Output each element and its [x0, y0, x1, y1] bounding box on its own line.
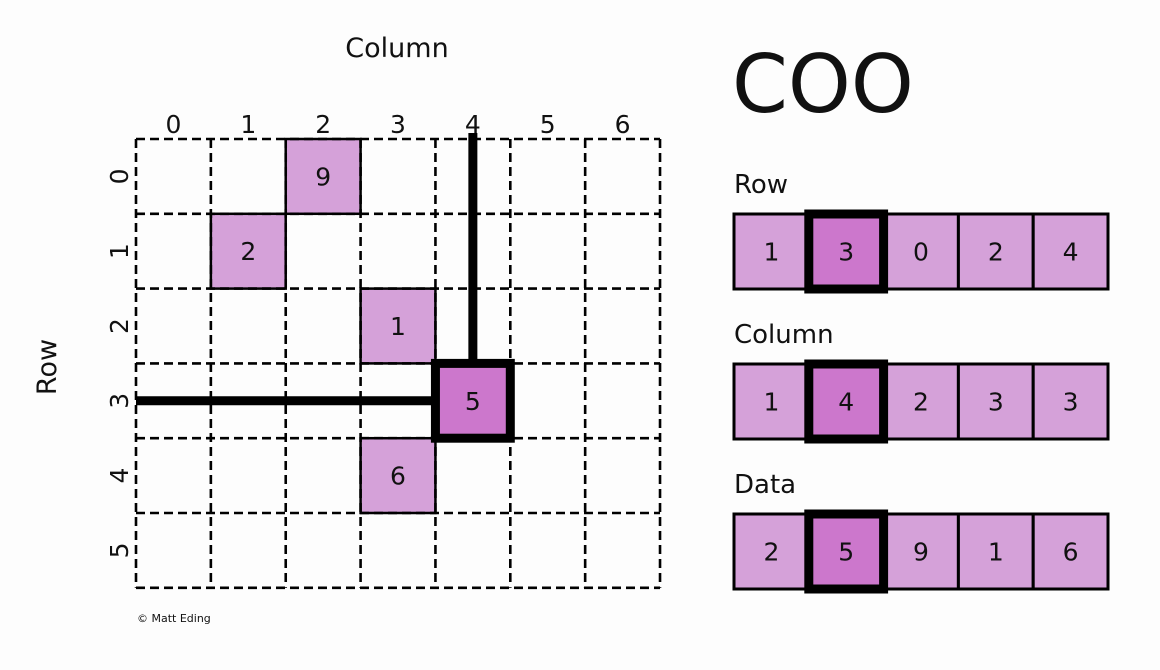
array-cell	[732, 512, 811, 591]
coo-title: COO	[732, 38, 914, 131]
array-label: Data	[734, 470, 796, 500]
array-cell-value: 4	[1063, 238, 1079, 267]
array-cell-value: 2	[913, 388, 929, 417]
column-index-label: 6	[615, 110, 631, 139]
matrix-cell-value: 5	[465, 387, 481, 416]
array-cell	[732, 212, 811, 291]
array-cell	[956, 512, 1035, 591]
array-highlight-border	[804, 509, 889, 594]
array-cell	[732, 362, 811, 441]
matrix-highlight	[430, 358, 515, 443]
column-array: Column 1 4 2 3 3	[732, 320, 1110, 444]
row-index-label: 0	[105, 168, 134, 184]
array-cell-value: 6	[1063, 538, 1079, 567]
array-cell	[956, 362, 1035, 441]
matrix-cell-value: 6	[390, 462, 406, 491]
array-label: Row	[734, 170, 788, 200]
column-axis-label: Column	[345, 33, 448, 64]
row-index-label: 4	[105, 468, 134, 484]
array-cell-value: 0	[913, 238, 929, 267]
matrix-cell-value: 1	[390, 312, 406, 341]
array-cell	[1031, 362, 1110, 441]
array-cell-value: 1	[763, 388, 779, 417]
column-index-label: 3	[390, 110, 406, 139]
array-highlight-border	[804, 359, 889, 444]
row-indices: 0 1 2 3 4 5	[105, 168, 134, 558]
matrix-nonzero-cell	[359, 287, 437, 365]
matrix-cell-value: 9	[315, 162, 331, 191]
array-cell	[956, 212, 1035, 291]
array-cell-value: 4	[838, 388, 854, 417]
array-cell-value: 1	[763, 238, 779, 267]
array-cell	[882, 362, 960, 441]
column-index-label: 5	[540, 110, 556, 139]
row-axis-label: Row	[32, 339, 63, 395]
column-index-label: 2	[315, 110, 331, 139]
array-cell	[1031, 212, 1110, 291]
matrix-grid	[134, 137, 662, 590]
array-label: Column	[734, 320, 834, 350]
row-index-label: 1	[105, 243, 134, 259]
array-cell-value: 5	[838, 538, 854, 567]
array-cell-value: 2	[763, 538, 779, 567]
row-index-label: 5	[105, 542, 134, 558]
array-cell	[807, 362, 886, 441]
row-index-label: 2	[105, 318, 134, 334]
column-index-label: 1	[240, 110, 256, 139]
row-array: Row 1 3 0 2 4	[732, 170, 1110, 294]
matrix-cell-value: 2	[240, 237, 256, 266]
highlight-pointer-lines	[136, 133, 478, 406]
array-cell-value: 2	[988, 238, 1004, 267]
array-cell-value: 3	[1063, 388, 1079, 417]
array-cell-value: 9	[913, 538, 929, 567]
array-cell	[1031, 512, 1110, 591]
array-highlight-border	[804, 209, 889, 294]
highlighted-cell-border	[430, 358, 515, 443]
copyright-notice: © Matt Eding	[137, 612, 211, 625]
array-cell-value: 3	[988, 388, 1004, 417]
column-index-label: 0	[165, 110, 181, 139]
data-array: Data 2 5 9 1 6	[732, 470, 1110, 594]
array-cell-value: 1	[988, 538, 1004, 567]
column-index-label: 4	[465, 110, 481, 139]
row-index-label: 3	[105, 393, 134, 409]
array-cell-value: 3	[838, 238, 854, 267]
array-cell	[882, 212, 960, 291]
column-indices: 0 1 2 3 4 5 6	[165, 110, 630, 139]
